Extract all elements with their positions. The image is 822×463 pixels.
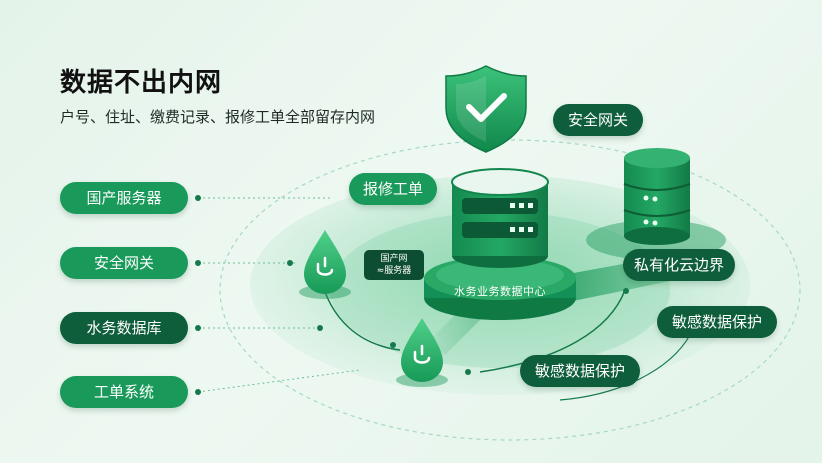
connector-dot-5 <box>465 369 471 375</box>
outer-orbit <box>219 139 801 441</box>
connector-dot-7 <box>390 342 396 348</box>
node-repair-ticket: 报修工单 <box>349 173 437 205</box>
page-subtitle: 户号、住址、缴费记录、报修工单全部留存内网 <box>60 108 376 126</box>
node-sensitive-data-protection-2: 敏感数据保护 <box>520 355 640 387</box>
shield-check-icon <box>445 65 527 153</box>
connector-dot-3b <box>317 325 323 331</box>
node-security-gateway: 安全网关 <box>553 104 643 136</box>
tag-line-2: ≈服务器 <box>376 266 412 276</box>
left-item-security-gateway: 安全网关 <box>60 247 188 279</box>
center-hub-label: 水务业务数据中心 <box>454 285 546 298</box>
connector-dot-1 <box>195 195 201 201</box>
connector-dot-3 <box>195 325 201 331</box>
left-item-domestic-server: 国产服务器 <box>60 182 188 214</box>
domestic-server-tag: 国产网 ≈服务器 <box>364 250 424 280</box>
water-drop-icon <box>299 230 351 299</box>
node-private-cloud-boundary: 私有化云边界 <box>623 249 735 281</box>
connector-dot-6 <box>623 288 629 294</box>
left-item-water-database: 水务数据库 <box>60 312 188 344</box>
flow-arc-bottom <box>559 334 691 401</box>
page-title: 数据不出内网 <box>60 68 223 98</box>
connector-dot-4 <box>195 389 201 395</box>
left-item-ticket-system: 工单系统 <box>60 376 188 408</box>
node-sensitive-data-protection-1: 敏感数据保护 <box>657 306 777 338</box>
connector-dot-2 <box>195 260 201 266</box>
flow-arc-right <box>479 289 626 373</box>
tag-line-1: 国产网 <box>380 254 408 264</box>
server-stack-icon <box>451 168 549 268</box>
connector-4 <box>197 369 361 393</box>
water-drop-icon-2 <box>396 318 448 387</box>
center-platform <box>424 256 576 320</box>
connector-dot-2b <box>287 260 293 266</box>
